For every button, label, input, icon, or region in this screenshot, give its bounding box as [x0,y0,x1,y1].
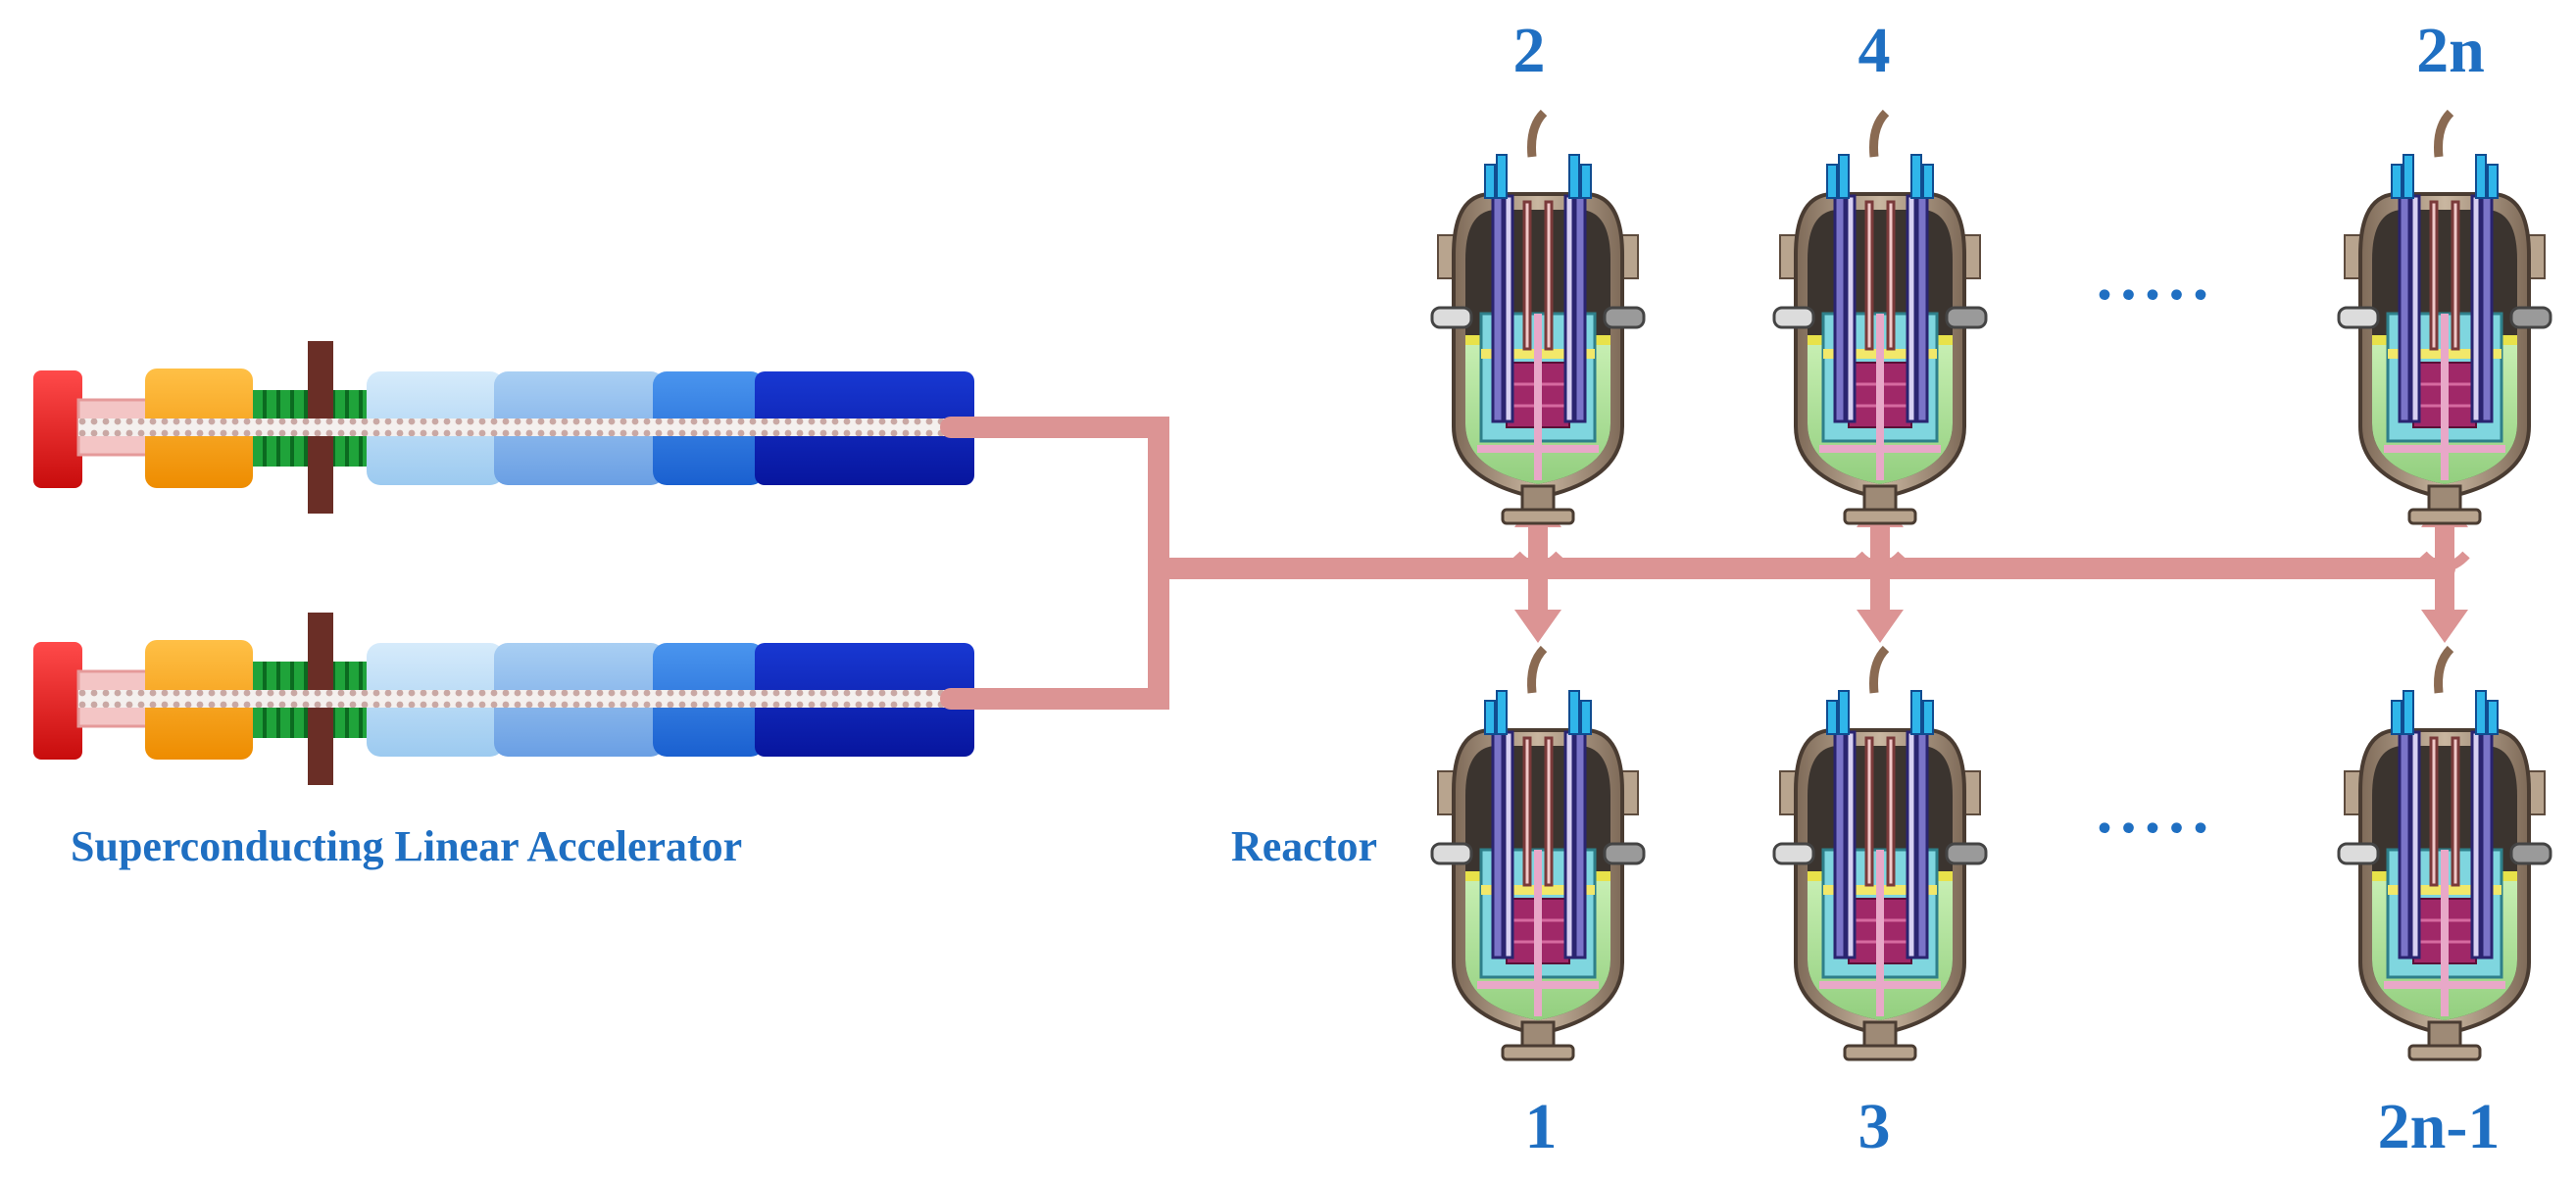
reactor-number-top-2: 4 [1858,15,1891,86]
reactor-4 [1774,113,1986,523]
reactor-number-bottom-1: 1 [1524,1091,1558,1162]
accelerator-label: Superconducting Linear Accelerator [71,822,743,870]
accelerator-2 [31,611,976,787]
reactor-number-bottom-2: 3 [1858,1091,1891,1162]
ellipsis-bottom: ..... [2096,775,2217,847]
accelerator-1 [31,339,976,516]
reactor-number-top-3: 2n [2416,15,2485,86]
reactor-2n [2339,113,2551,523]
reactor-3 [1774,649,1986,1059]
reactor-number-top-1: 2 [1512,15,1546,86]
reactor-label: Reactor [1231,822,1378,870]
reactor-1 [1432,649,1644,1059]
reactor-2 [1432,113,1644,523]
beam-transport-lines [940,417,2455,710]
reactor-number-bottom-3: 2n-1 [2377,1091,2501,1162]
ellipsis-top: ..... [2096,242,2217,314]
reactor-2n-1 [2339,649,2551,1059]
